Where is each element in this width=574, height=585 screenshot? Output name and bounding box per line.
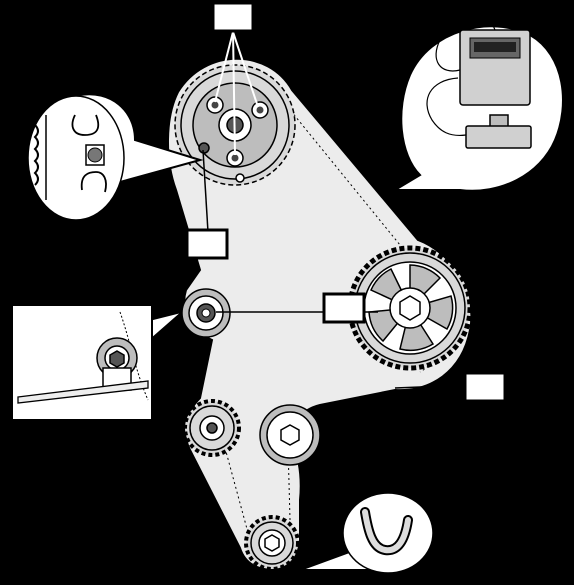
injection-pump-sprocket	[347, 245, 473, 371]
callout-box-3	[322, 292, 366, 324]
leader-lines	[202, 31, 471, 389]
callout-box-1	[211, 1, 255, 33]
tensioner-adjustment-detail	[11, 304, 183, 421]
dial-gauge-detail	[391, 16, 564, 192]
tensioner-pulley	[181, 288, 231, 338]
water-pump-sprocket	[183, 399, 241, 457]
crankshaft-sprocket	[244, 515, 300, 571]
idler-pulley	[259, 404, 321, 466]
callout-box-4	[463, 371, 507, 403]
sprocket-timing-mark-detail	[27, 93, 204, 221]
callout-box-2	[185, 228, 229, 260]
belt-section-detail	[299, 492, 434, 574]
